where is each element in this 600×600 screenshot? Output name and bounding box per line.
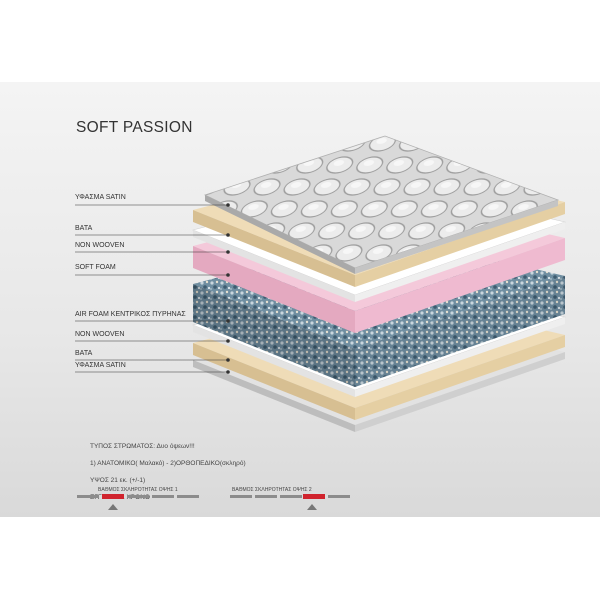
scale-segment <box>328 495 350 498</box>
layer-label-soft-foam: SOFT FOAM <box>75 264 116 271</box>
product-title: SOFT PASSION <box>76 119 193 136</box>
info-mattress-type: ΤΥΠΟΣ ΣΤΡΩΜΑΤΟΣ: Δυο όψεων!!! <box>90 442 195 450</box>
scale-segment-selected <box>303 494 325 499</box>
layer-label-top-bata: ΒΑΤΑ <box>75 225 93 232</box>
layer-label-air-foam: AIR FOAM ΚΕΝΤΡΙΚΟΣ ΠΥΡΗΝΑΣ <box>75 311 186 318</box>
scale-segment-selected <box>102 494 124 499</box>
scale-segment <box>230 495 252 498</box>
scale-segment <box>127 495 149 498</box>
layer-label-top-non-wooven: NON WOOVEN <box>75 242 125 249</box>
layer-label-bottom-non-wooven: NON WOOVEN <box>75 331 125 338</box>
layer-label-bottom-satin: ΥΦΑΣΜΑ SATIN <box>75 362 126 369</box>
scale-title: ΒΑΘΜΟΣ ΣΚΛΗΡΟΤΗΤΑΣ ΟΨΗΣ 2 <box>232 487 312 493</box>
layer-top-satin <box>203 135 560 274</box>
scale-segment <box>255 495 277 498</box>
layer-label-bottom-bata: ΒΑΤΑ <box>75 350 93 357</box>
scale-segment <box>77 495 99 498</box>
layer-label-top-satin: ΥΦΑΣΜΑ SATIN <box>75 194 126 201</box>
info-height: ΥΨΟΣ 21 εκ. (+/-1) <box>90 476 146 484</box>
scale-segment <box>177 495 199 498</box>
info-firmness-sides: 1) ΑΝΑΤΟΜΙΚΟ( Μαλακό) - 2)ΟΡΘΟΠΕΔΙΚΟ(σκλ… <box>90 459 246 467</box>
leader-lines <box>75 203 230 374</box>
scale-title: ΒΑΘΜΟΣ ΣΚΛΗΡΟΤΗΤΑΣ ΟΨΗΣ 1 <box>98 487 178 493</box>
scale-segment <box>280 495 302 498</box>
scale-segment <box>152 495 174 498</box>
